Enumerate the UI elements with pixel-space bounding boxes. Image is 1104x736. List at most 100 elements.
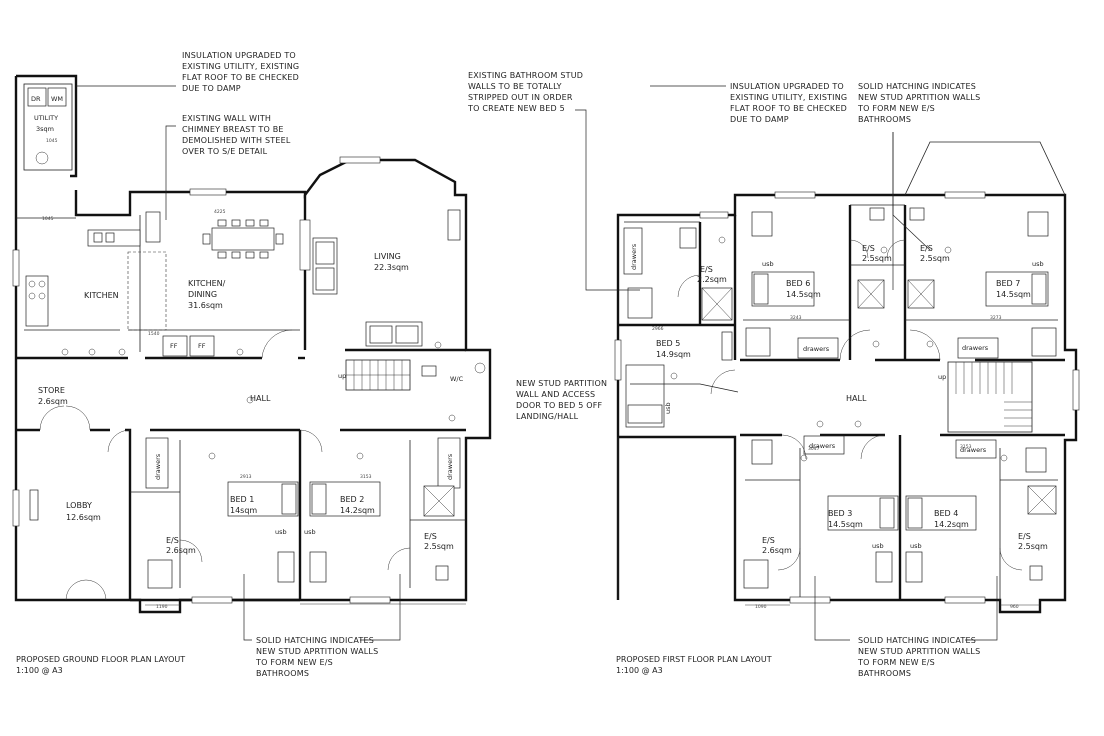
first-note-hatching-top-line-1: SOLID HATCHING INDICATES [858,82,976,91]
first-floor-plan: 1090 960 3243 3273 3047 3153 2966 [575,85,1080,641]
ground-room-es-left-area: 2.6sqm [166,546,196,555]
ground-room-kitchen-dining: KITCHEN/ [188,279,226,288]
ground-room-bed-1-area: 14sqm [230,506,257,515]
first-room-bed-4: BED 4 [934,509,958,518]
svg-text:3047: 3047 [808,446,820,452]
ground-note-insulation-line-2: EXISTING UTILITY, EXISTING [182,62,299,71]
svg-text:1090: 1090 [755,604,767,610]
ground-label-ff-1: FF [170,342,178,350]
first-note-hatching-bottom-line-3: TO FORM NEW E/S [857,658,935,667]
first-label-drawers-6: drawers [803,345,830,353]
ground-label-usb-1: usb [275,528,287,536]
ground-label-up: up [338,372,346,380]
svg-text:1190: 1190 [156,604,168,610]
svg-text:3153: 3153 [960,444,972,450]
first-label-drawers-bed5: drawers [630,243,638,270]
first-room-es-3-area: 2.6sqm [762,546,792,555]
ground-floor-labels: INSULATION UPGRADED TO EXISTING UTILITY,… [16,51,464,678]
first-note-bathroom-line-1: EXISTING BATHROOM STUD [468,71,583,80]
first-room-bed-6: BED 6 [786,279,810,288]
svg-text:1045: 1045 [46,138,58,144]
ground-room-kitchen-dining-area: 31.6sqm [188,301,223,310]
ground-floor-plan: 1190 4225 2913 3153 1540 1045 1045 [12,74,492,641]
first-room-es-3: E/S [762,536,775,545]
first-room-bed-5: BED 5 [656,339,680,348]
svg-text:2966: 2966 [652,326,664,332]
svg-text:1540: 1540 [148,331,160,337]
ground-plan-title: PROPOSED GROUND FLOOR PLAN LAYOUT [16,655,185,664]
first-note-bathroom-line-2: WALLS TO BE TOTALLY [468,82,562,91]
ground-room-es-right-area: 2.5sqm [424,542,454,551]
first-note-insulation-line-2: EXISTING UTILITY, EXISTING [730,93,847,102]
first-room-es-4: E/S [1018,532,1031,541]
ground-room-lobby-area: 12.6sqm [66,513,101,522]
svg-text:4225: 4225 [214,209,226,215]
ground-note-insulation-line-4: DUE TO DAMP [182,84,241,93]
ground-room-hall: HALL [250,394,271,403]
first-label-up: up [938,373,946,381]
first-note-hatching-top-line-3: TO FORM NEW E/S [857,104,935,113]
first-note-hatching-top-line-4: BATHROOMS [858,115,911,124]
svg-text:1045: 1045 [42,216,54,222]
ground-room-es-left: E/S [166,536,179,545]
first-room-bed-7: BED 7 [996,279,1020,288]
first-room-hall: HALL [846,394,867,403]
ground-room-living-area: 22.3sqm [374,263,409,272]
ground-label-ff-2: FF [198,342,206,350]
ground-note-wall-line-2: CHIMNEY BREAST TO BE [182,125,284,134]
svg-text:3243: 3243 [790,315,802,321]
ground-note-insulation-line-1: INSULATION UPGRADED TO [182,51,296,60]
ground-note-insulation-line-3: FLAT ROOF TO BE CHECKED [182,73,299,82]
first-stairs [947,361,1033,433]
first-room-bed-4-area: 14.2sqm [934,520,969,529]
ground-room-lobby: LOBBY [66,501,92,510]
ground-room-bed-2: BED 2 [340,495,364,504]
ground-room-store-area: 2.6sqm [38,397,68,406]
ground-note-hatching-line-2: NEW STUD APRTITION WALLS [256,647,378,656]
first-note-hatching-bottom-line-2: NEW STUD APRTITION WALLS [858,647,980,656]
first-plan-title: PROPOSED FIRST FLOOR PLAN LAYOUT [616,655,772,664]
svg-text:960: 960 [1010,604,1019,610]
first-note-hatching-bottom-line-4: BATHROOMS [858,669,911,678]
first-room-bed-3-area: 14.5sqm [828,520,863,529]
first-label-usb-3: usb [872,542,884,550]
first-note-insulation-line-1: INSULATION UPGRADED TO [730,82,844,91]
svg-text:2913: 2913 [240,474,252,480]
ground-room-dr: DR [31,95,41,103]
ground-label-drawers-2: drawers [446,453,454,480]
first-label-usb-6: usb [762,260,774,268]
svg-text:3273: 3273 [990,315,1002,321]
first-floor-labels: EXISTING BATHROOM STUD WALLS TO BE TOTAL… [467,71,1048,678]
first-label-drawers-3: drawers [809,442,836,450]
ground-room-store: STORE [38,386,65,395]
ground-label-drawers-1: drawers [154,453,162,480]
ground-room-bed-2-area: 14.2sqm [340,506,375,515]
first-label-drawers-7: drawers [962,344,989,352]
first-note-partition-line-2: WALL AND ACCESS [516,390,595,399]
first-room-es-6: E/S [862,244,875,253]
first-note-hatching-bottom-line-1: SOLID HATCHING INDICATES [858,636,976,645]
first-note-partition-line-4: LANDING/HALL [516,412,579,421]
first-room-es-7: E/S [920,244,933,253]
first-room-bed-6-area: 14.5sqm [786,290,821,299]
first-label-usb-7: usb [1032,260,1044,268]
ground-room-kitchen: KITCHEN [84,291,119,300]
first-room-es-bed5: E/S [700,265,713,274]
first-note-partition-line-1: NEW STUD PARTITION [516,379,607,388]
first-note-bathroom-line-4: TO CREATE NEW BED 5 [467,104,565,113]
first-room-bed-7-area: 14.5sqm [996,290,1031,299]
first-label-drawers-4: drawers [960,446,987,454]
ground-label-usb-2: usb [304,528,316,536]
ground-plan-scale: 1:100 @ A3 [16,666,63,675]
first-room-bed-5-area: 14.9sqm [656,350,691,359]
first-room-es-7-area: 2.5sqm [920,254,950,263]
ground-room-utility-area: 3sqm [36,125,54,133]
first-note-partition-line-3: DOOR TO BED 5 OFF [516,401,603,410]
ground-room-utility: UTILITY [34,114,58,122]
ground-note-wall-line-4: OVER TO S/E DETAIL [182,147,268,156]
ground-stairs [345,359,411,391]
first-label-usb-4: usb [910,542,922,550]
ground-room-wc: W/C [450,375,464,383]
svg-text:3153: 3153 [360,474,372,480]
ground-note-hatching-line-1: SOLID HATCHING INDICATES [256,636,374,645]
